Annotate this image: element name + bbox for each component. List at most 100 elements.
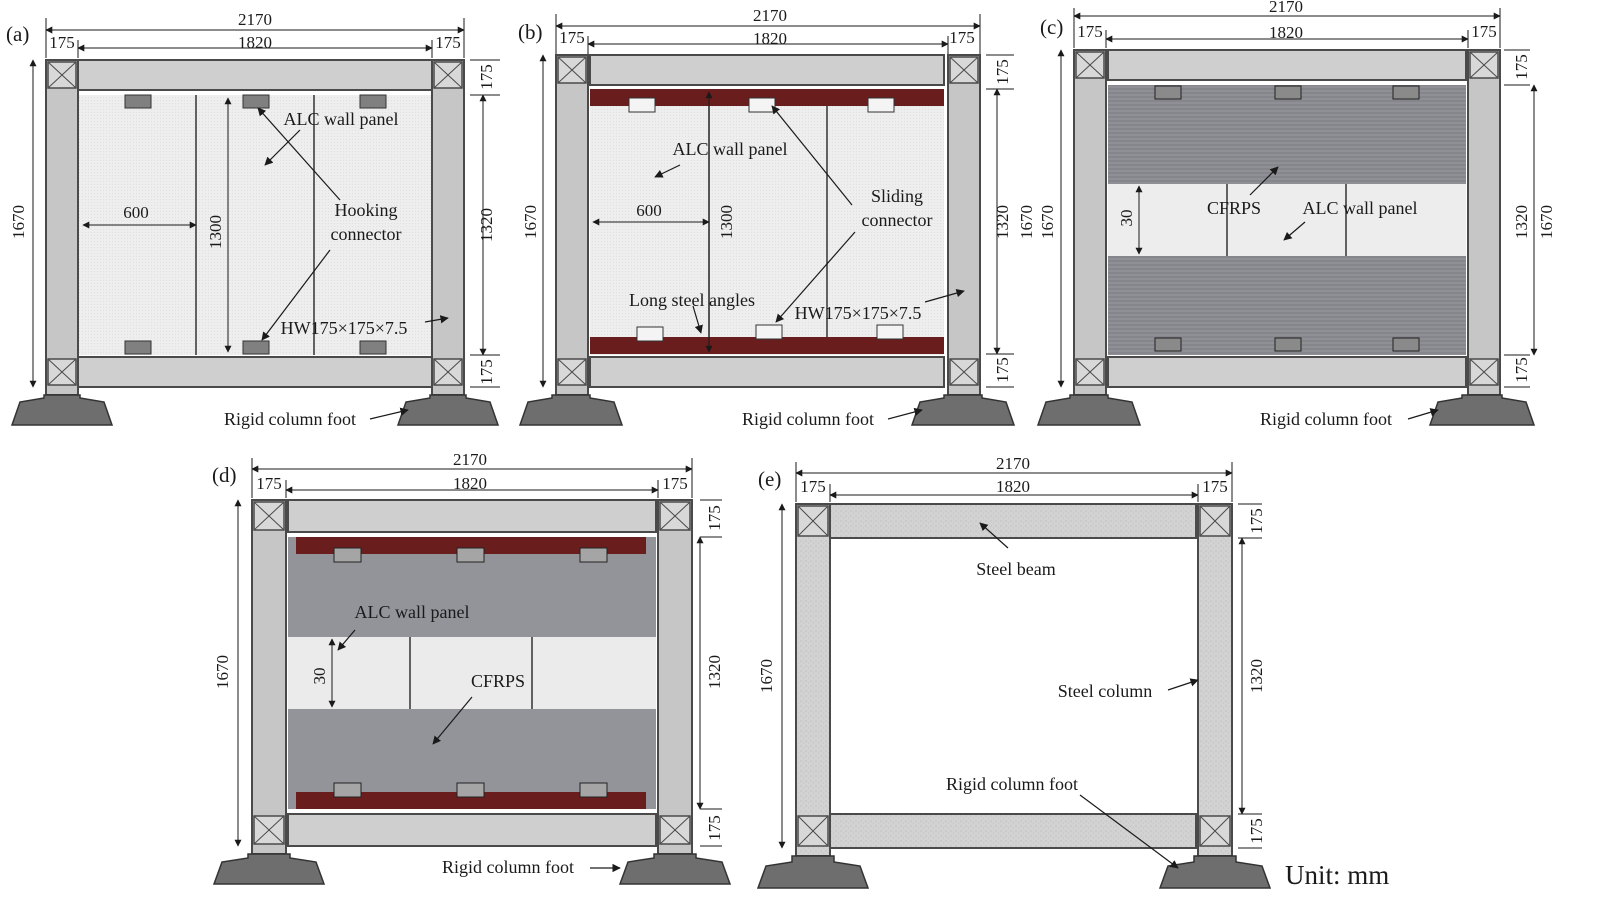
dim-total-height-c-left: 1670: [1038, 205, 1057, 239]
label-cfrps-c: CFRPS: [1207, 198, 1261, 218]
dim-flange-left-e: 175: [800, 477, 826, 496]
label-foot-a: Rigid column foot: [224, 409, 356, 429]
label-foot-b: Rigid column foot: [742, 409, 874, 429]
label-connector-a: connector: [331, 224, 402, 244]
column-foot-left-d: [212, 853, 326, 885]
unit-label: Unit: mm: [1285, 860, 1389, 890]
dim-flange-top-right-d: 175: [705, 505, 724, 531]
column-foot-right-e: [1158, 855, 1272, 889]
label-foot-e: Rigid column foot: [946, 774, 1078, 794]
bottom-beam-d: [287, 813, 657, 847]
long-steel-angle-top-d: [296, 537, 646, 554]
right-column-b: [947, 54, 981, 396]
dim-flange-bottom-right-a: 175: [477, 359, 496, 385]
label-alc-wall-panel-b: ALC wall panel: [673, 139, 788, 159]
column-foot-right-d: [618, 853, 732, 885]
label-alc-wall-panel-d: ALC wall panel: [355, 602, 470, 622]
dim-clear-width-d: 1820: [453, 474, 487, 493]
sliding-connector: [748, 97, 776, 113]
dim-clear-height-b: 1320: [993, 205, 1012, 239]
dim-panel-width-a: 600: [123, 203, 149, 222]
dim-flange-top-right-b: 175: [993, 59, 1012, 85]
column-foot-right-a: [396, 394, 500, 426]
bottom-beam-b: [589, 356, 945, 388]
dim-flange-top-right-a: 175: [477, 64, 496, 90]
connector-d: [333, 782, 362, 798]
connector-d: [333, 547, 362, 563]
dim-flange-right-c: 175: [1471, 22, 1497, 41]
label-alc-wall-panel-c: ALC wall panel: [1303, 198, 1418, 218]
dim-total-width-a: 2170: [238, 10, 272, 29]
left-column-d: [251, 499, 287, 855]
panel-tag-c: (c): [1040, 15, 1063, 39]
connector-d: [456, 547, 485, 563]
dim-clear-width-a: 1820: [238, 33, 272, 52]
left-column-c: [1073, 49, 1107, 396]
left-column-a: [45, 59, 79, 396]
left-column-b: [555, 54, 589, 396]
dim-total-height-b-left: 1670: [521, 205, 540, 239]
dim-flange-right-e: 175: [1202, 477, 1228, 496]
steel-beam-bottom-e: [829, 813, 1197, 849]
dim-total-width-c: 2170: [1269, 0, 1303, 16]
dim-flange-left-a: 175: [49, 33, 75, 52]
dim-flange-top-right-c: 175: [1512, 54, 1531, 80]
hooking-connector: [242, 94, 270, 109]
right-column-c: [1467, 49, 1501, 396]
dim-strip-c: 30: [1117, 210, 1136, 227]
connector-c: [1154, 337, 1182, 352]
dim-total-height-b-right: 1670: [1017, 205, 1036, 239]
sliding-connector: [755, 324, 783, 340]
panel-e: (e) 2170 1820 175 175 1670 1320 175 175 …: [756, 454, 1389, 890]
bottom-beam-a: [77, 356, 433, 388]
connector-c: [1392, 337, 1420, 352]
top-beam-a: [77, 59, 433, 91]
right-column-a: [431, 59, 465, 396]
label-steel-column-e: Steel column: [1058, 681, 1152, 701]
dim-panel-height-a: 1300: [206, 215, 225, 249]
cfrps-region-top-c: [1108, 85, 1466, 184]
hooking-connector: [124, 340, 152, 355]
column-foot-left-c: [1036, 394, 1142, 426]
long-steel-angle-bottom-d: [296, 792, 646, 809]
connector-d: [456, 782, 485, 798]
alc-strip-c: [1108, 184, 1466, 256]
dim-clear-height-c: 1320: [1512, 205, 1531, 239]
dim-total-height-d: 1670: [213, 655, 232, 689]
connector-d: [579, 782, 608, 798]
panel-tag-a: (a): [6, 22, 29, 46]
dim-total-height-a: 1670: [9, 205, 28, 239]
connector-c: [1274, 85, 1302, 100]
label-foot-c: Rigid column foot: [1260, 409, 1392, 429]
dim-flange-right-a: 175: [435, 33, 461, 52]
panel-a: (a) 2170 1820 175 175 1670 1320 175 175 …: [6, 10, 500, 429]
connector-c: [1154, 85, 1182, 100]
dim-clear-height-a: 1320: [477, 208, 496, 242]
dim-flange-left-c: 175: [1077, 22, 1103, 41]
label-section-b: HW175×175×7.5: [795, 303, 922, 323]
top-beam-c: [1107, 49, 1467, 81]
steel-beam-top-e: [829, 503, 1197, 539]
label-hooking-a: Hooking: [335, 200, 398, 220]
sliding-connector: [636, 326, 664, 342]
dim-clear-width-b: 1820: [753, 29, 787, 48]
label-alc-wall-panel-a: ALC wall panel: [284, 109, 399, 129]
column-foot-left-a: [10, 394, 114, 426]
label-section-a: HW175×175×7.5: [281, 318, 408, 338]
dim-flange-left-b: 175: [559, 28, 585, 47]
sliding-connector: [876, 324, 904, 340]
panel-tag-b: (b): [518, 20, 543, 44]
label-connector-b: connector: [862, 210, 933, 230]
panel-d: (d) 2170 1820 175 175 1670 1320 175 175 …: [212, 450, 732, 885]
bottom-beam-c: [1107, 356, 1467, 388]
sliding-connector: [867, 97, 895, 113]
dim-clear-height-e: 1320: [1247, 659, 1266, 693]
dim-clear-height-d: 1320: [705, 655, 724, 689]
dim-flange-right-d: 175: [662, 474, 688, 493]
label-foot-d: Rigid column foot: [442, 857, 574, 877]
hooking-connector: [359, 94, 387, 109]
steel-column-right-e: [1197, 503, 1233, 857]
connector-c: [1274, 337, 1302, 352]
top-beam-b: [589, 54, 945, 86]
